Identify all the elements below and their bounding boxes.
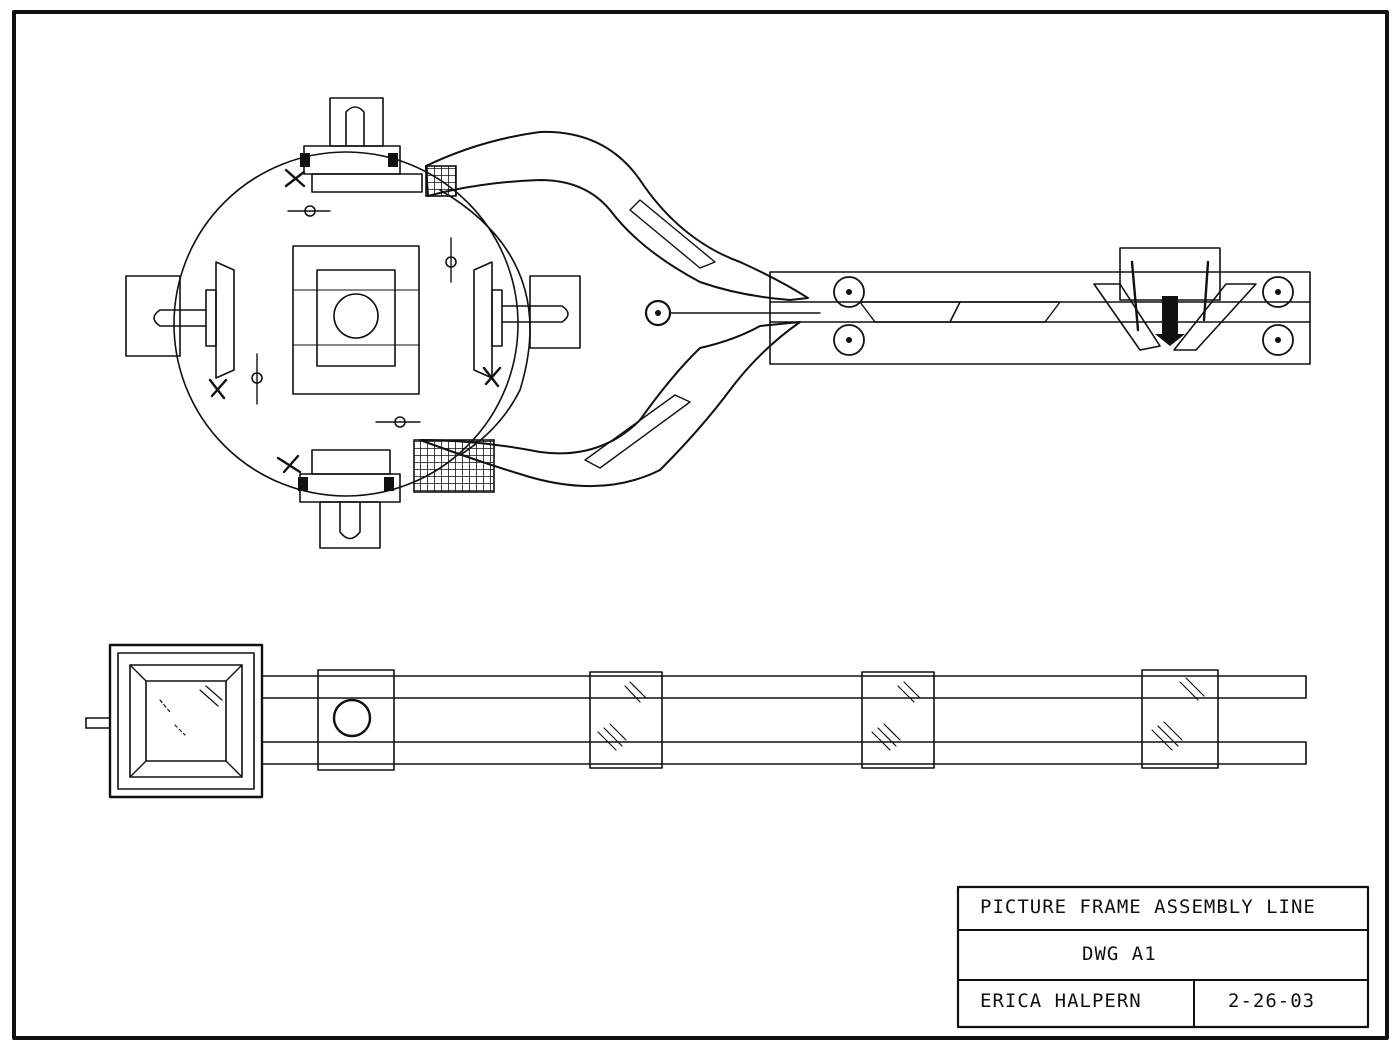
side-station-2: [589, 671, 663, 769]
rotary-table: [173, 151, 519, 497]
drawing-date: 2-26-03: [1228, 990, 1315, 1012]
side-station-3: [861, 671, 935, 769]
drawing-number: DWG A1: [1082, 943, 1157, 965]
title-block: PICTURE FRAME ASSEMBLY LINE DWG A1 ERICA…: [956, 885, 1370, 1029]
central-press: [292, 245, 420, 395]
station-right: [473, 261, 581, 388]
side-station-1: [317, 669, 395, 771]
roller: [833, 276, 865, 308]
drawing-author: ERICA HALPERN: [980, 990, 1142, 1012]
station-bottom: [276, 449, 401, 549]
table-pins: [251, 205, 457, 428]
roller: [833, 324, 865, 356]
finished-frame: [85, 643, 264, 799]
side-view: [85, 643, 1307, 799]
sheet-border: [12, 10, 1389, 1040]
top-view: [125, 97, 1311, 549]
side-station-4: [1141, 669, 1219, 769]
table-inner-arc: [439, 189, 531, 456]
roller: [1262, 276, 1294, 308]
glass-insert-station: [1093, 247, 1257, 351]
roller: [1262, 324, 1294, 356]
upper-curved-arm: [425, 130, 809, 301]
station-left: [125, 261, 235, 400]
top-conveyor: [769, 271, 1311, 365]
lower-curved-arm: [419, 321, 801, 488]
station-top: [284, 97, 423, 193]
drawing-title: PICTURE FRAME ASSEMBLY LINE: [980, 896, 1316, 918]
